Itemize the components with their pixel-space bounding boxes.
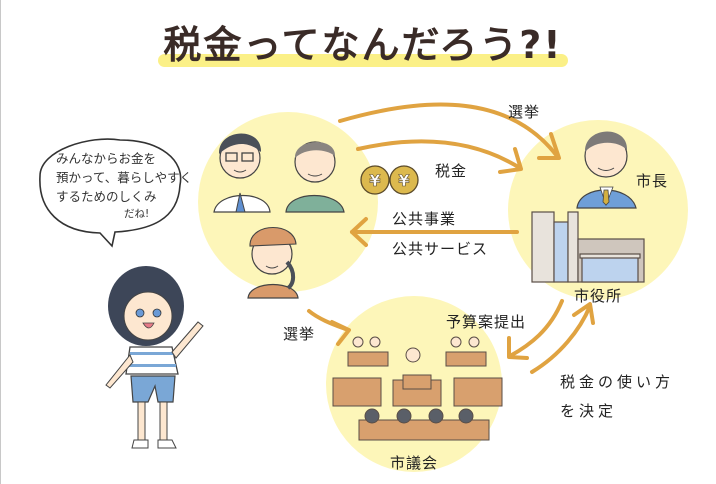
speech-bubble bbox=[39, 138, 182, 248]
arrow-budget bbox=[508, 299, 564, 358]
arrow-tax bbox=[356, 139, 522, 170]
citizen-worker bbox=[285, 141, 345, 213]
label-public-services: 公共サービス bbox=[392, 240, 489, 258]
label-budget-submission: 予算案提出 bbox=[446, 313, 527, 331]
label-mayor: 市長 bbox=[636, 172, 669, 190]
label-city-hall: 市役所 bbox=[574, 287, 623, 305]
citizen-shop-worker bbox=[247, 226, 299, 299]
label-election-mayor: 選挙 bbox=[508, 103, 541, 121]
label-city-council: 市議会 bbox=[390, 454, 439, 472]
city-council-scene bbox=[332, 336, 503, 441]
city-hall-building bbox=[531, 211, 645, 283]
label-election-council: 選挙 bbox=[283, 325, 316, 343]
label-decide-usage-1: 税金の使い方 bbox=[560, 373, 675, 391]
page-title: 税金ってなんだろう?! bbox=[163, 23, 563, 67]
arrow-decide bbox=[530, 304, 592, 374]
girl-character bbox=[105, 266, 204, 449]
citizen-office-worker bbox=[213, 133, 271, 213]
speech-line-2: 預かって、暮らしやすく bbox=[56, 170, 193, 185]
yen-coins: ¥ ¥ bbox=[360, 165, 419, 195]
label-decide-usage-2: を決定 bbox=[560, 402, 618, 420]
arrow-election-mayor bbox=[338, 102, 559, 158]
mayor-figure bbox=[576, 131, 637, 209]
speech-tail: だね! bbox=[124, 208, 150, 220]
svg-text:¥: ¥ bbox=[398, 171, 409, 190]
title-highlight bbox=[158, 54, 568, 67]
label-public-works: 公共事業 bbox=[392, 210, 457, 228]
speech-line-1: みんなからお金を bbox=[56, 151, 157, 166]
svg-text:¥: ¥ bbox=[369, 171, 380, 190]
page-border bbox=[0, 0, 1, 484]
label-tax: 税金 bbox=[435, 162, 468, 180]
speech-line-3: するためのしくみ bbox=[56, 189, 157, 204]
title-block: 税金ってなんだろう?! bbox=[138, 18, 588, 72]
